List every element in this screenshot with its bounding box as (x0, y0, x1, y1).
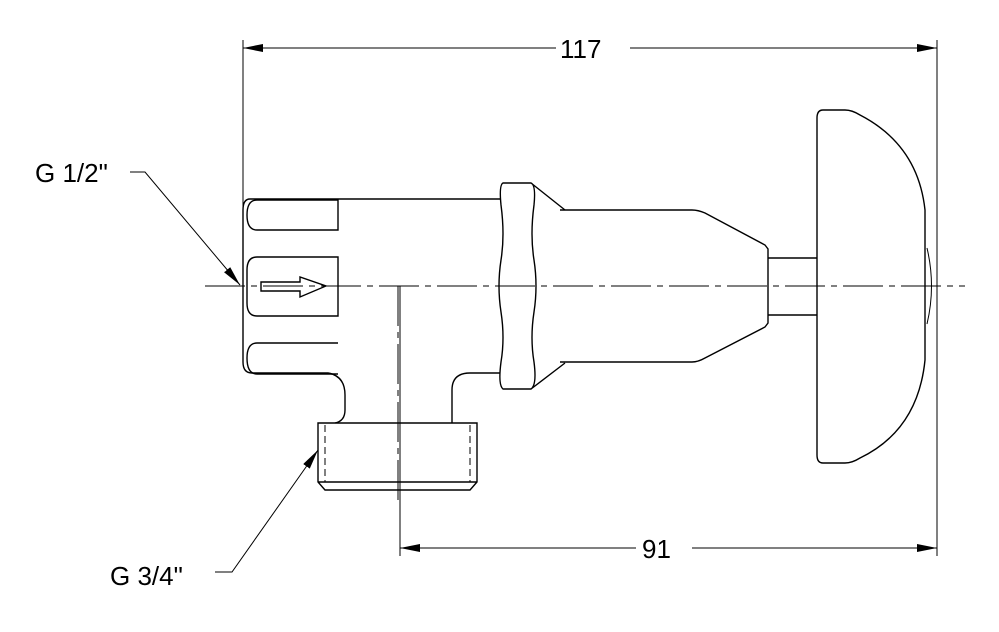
bonnet (560, 209, 769, 363)
dimension-91-label: 91 (642, 534, 671, 564)
dimension-117-label: 117 (560, 34, 602, 64)
valve-body (242, 198, 500, 424)
hex-nut (498, 182, 566, 390)
handwheel (816, 109, 926, 464)
slot-bottom (246, 342, 338, 375)
spindle (768, 257, 817, 316)
slot-top (246, 199, 339, 231)
handwheel-cap (926, 247, 932, 325)
flow-arrow-icon (260, 276, 328, 299)
leader-outlet (215, 449, 319, 573)
slot-middle (246, 256, 339, 317)
outlet-thread-label: G 3/4" (110, 561, 183, 591)
inlet-thread-label: G 1/2" (35, 158, 108, 188)
outlet-thread (317, 422, 478, 491)
leader-inlet (130, 171, 241, 286)
